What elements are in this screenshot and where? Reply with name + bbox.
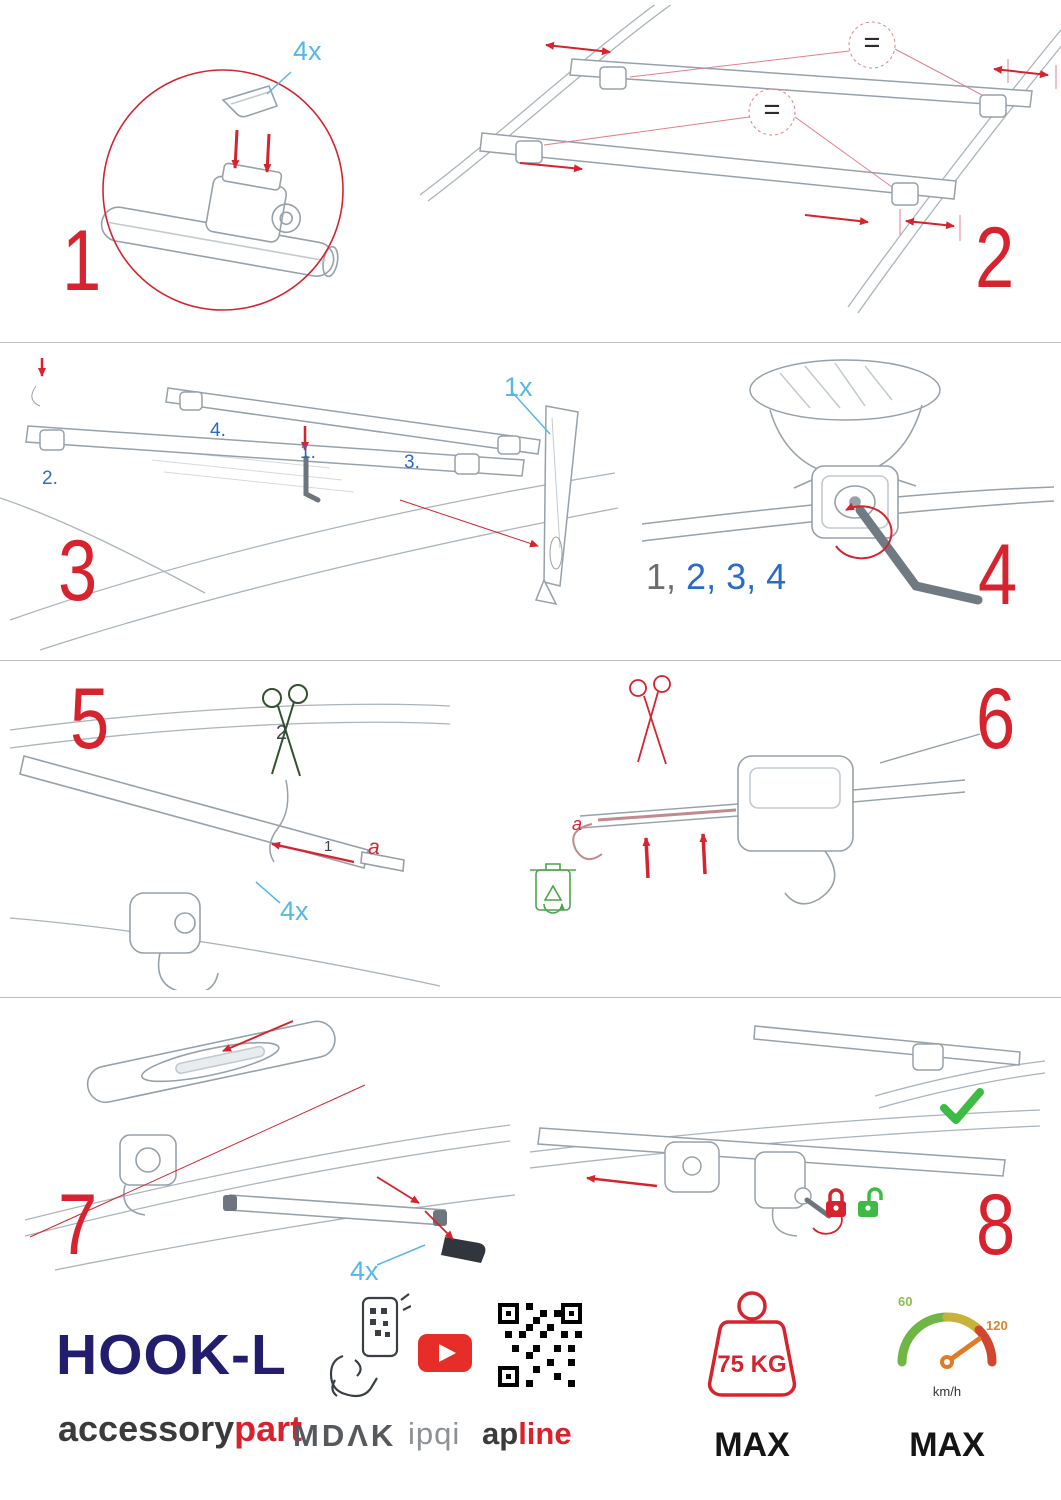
weight-limit-icon: 75 KG (707, 1291, 797, 1397)
step1-illustration (100, 69, 344, 311)
step2-illustration (420, 5, 1061, 314)
step8-number: 8 (976, 1177, 1016, 1273)
weight-max-label: MAX (714, 1426, 790, 1464)
trash-recycle-icon (530, 863, 576, 914)
brand-wordmark: accessorypart (58, 1408, 302, 1450)
step3-number: 3 (58, 523, 98, 619)
step3-illustration (0, 358, 619, 651)
step3-label-3: 3. (404, 452, 420, 473)
step3-label-1: 1. (300, 442, 316, 463)
step3-qty-label: 1x (504, 372, 533, 402)
step5-scissors-label: 2 (276, 722, 288, 744)
step4-sequence-blue: 2, 3, 4 (686, 556, 787, 597)
step1-number: 1 (62, 213, 102, 309)
speed-max-label: MAX (909, 1426, 985, 1464)
speed-peak-label: 120 (986, 1318, 1008, 1333)
magnifier-circle-icon (102, 69, 344, 311)
logo-apline: apline (482, 1416, 572, 1452)
step7-number: 7 (58, 1177, 98, 1273)
step3-label-2: 2. (42, 468, 58, 489)
logo-apline-main: ap (482, 1416, 519, 1451)
step6-number: 6 (976, 671, 1016, 767)
scissors-icon (629, 675, 671, 765)
step1-qty-label: 4x (293, 36, 322, 66)
logo-apline-accent: line (518, 1416, 572, 1451)
lock-closed-icon (826, 1188, 846, 1217)
product-name: HOOK-L (56, 1323, 287, 1387)
check-icon (940, 1088, 984, 1124)
step7-qty-label: 4x (350, 1256, 379, 1286)
step5-strap-label: 1 (324, 838, 333, 855)
speed-unit-label: km/h (933, 1384, 961, 1399)
step4-illustration (641, 359, 1055, 605)
section-divider (0, 997, 1061, 998)
step5-illustration (10, 684, 450, 990)
step4-sequence: 1, 2, 3, 4 (646, 556, 786, 598)
step7-illustration (25, 1020, 515, 1271)
lock-open-icon (858, 1187, 883, 1217)
hex-key-icon (303, 455, 321, 503)
scissors-icon (262, 684, 308, 777)
speed-min-label: 60 (898, 1294, 912, 1309)
logo-ipqi: ipqi (408, 1416, 461, 1451)
youtube-icon (418, 1334, 472, 1372)
step6-illustration (530, 675, 981, 914)
step6-dim-label: a (572, 814, 583, 834)
brand-wordmark-main: accessory (58, 1408, 235, 1449)
speedometer-icon: 60 120 km/h (897, 1294, 1008, 1399)
section-divider (0, 342, 1061, 343)
step2-number: 2 (975, 210, 1015, 306)
brand-wordmark-accent: part (234, 1408, 303, 1449)
step4-number: 4 (978, 527, 1018, 623)
qr-code-icon (498, 1303, 582, 1387)
weight-value: 75 KG (717, 1351, 786, 1378)
step2-equal-badge: = (763, 94, 781, 126)
section-divider (0, 660, 1061, 661)
step4-sequence-gray: 1, (646, 556, 677, 597)
step3-label-4: 4. (210, 420, 226, 441)
logo-mdak: MDΛK (293, 1418, 397, 1453)
step8-illustration (529, 1025, 1046, 1237)
phone-scan-icon (329, 1293, 411, 1398)
step2-equal-badge: = (863, 27, 881, 59)
step5-qty-label: 4x (280, 896, 309, 926)
step5-dim-label: a (368, 836, 380, 859)
step5-number: 5 (70, 671, 110, 767)
hex-key-icon (855, 505, 983, 605)
